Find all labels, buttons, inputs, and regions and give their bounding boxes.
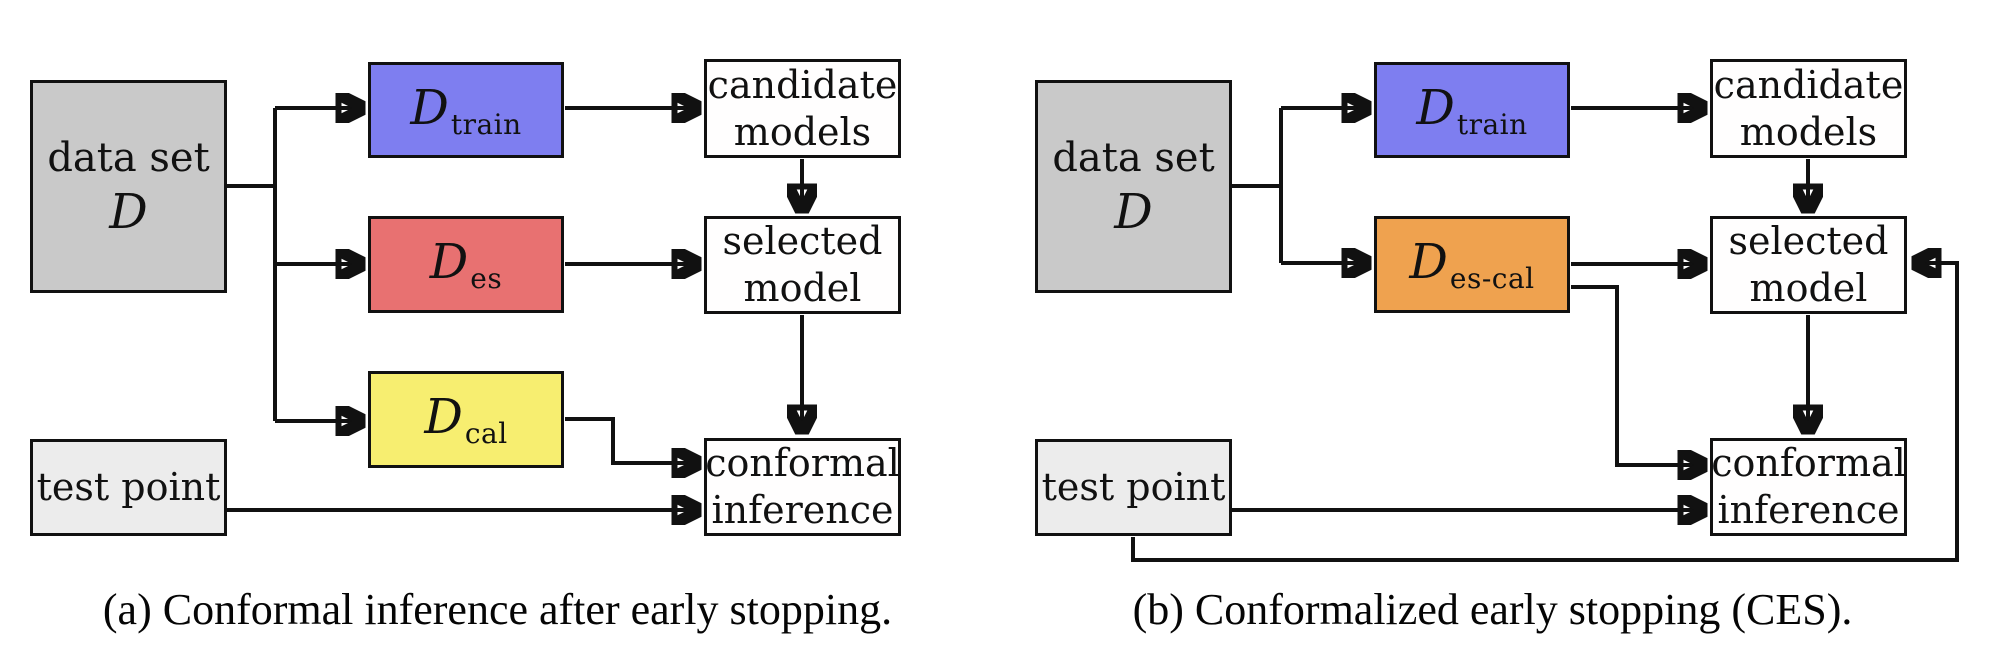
candidate-models-label: candidate [707,62,898,107]
selected-model-label: selected [1728,219,1889,263]
conformal-inference-box-b: conformal inference [1710,438,1907,536]
train-split-box-a: Dtrain [368,62,564,158]
escal-split-label: Des-cal [1409,234,1534,295]
arrow-b-test-loop-to-selected [1131,263,1959,562]
candidate-models-label: candidate [1713,62,1904,107]
subscript: es-cal [1449,262,1535,295]
dataset-box-a: data set D [30,80,227,293]
conformal-inference-label: inference [1717,488,1900,532]
train-split-label: Dtrain [410,80,521,141]
arrow-b-escal-to-conformal [1571,285,1706,465]
selected-model-label: selected [722,219,883,263]
candidate-models-box-a: candidate models [704,59,901,158]
arrow-a-cal-to-conformal [565,417,700,463]
subscript: train [1456,107,1528,141]
train-split-label: Dtrain [1416,80,1527,141]
selected-model-label: model [743,266,862,310]
math-script-D: D [1409,234,1448,290]
test-point-box-b: test point [1035,439,1232,536]
dataset-box-b: data set D [1035,80,1232,293]
subscript: cal [464,417,508,450]
math-script-D: D [429,234,469,290]
escal-split-box-b: Des-cal [1374,216,1570,313]
conformal-inference-label: conformal [705,441,900,485]
subscript: es [470,262,503,295]
dataset-label: data set [47,135,210,181]
candidate-models-box-b: candidate models [1710,59,1907,158]
dataset-label: data set [1052,135,1215,181]
cal-split-label: Dcal [424,389,507,450]
caption-b: (b) Conformalized early stopping (CES). [1132,585,1853,634]
subscript: train [450,107,522,141]
math-script-D: D [109,184,148,240]
cal-split-box-a: Dcal [368,371,564,468]
math-script-D: D [1416,79,1455,136]
conformal-inference-box-a: conformal inference [704,438,901,536]
test-point-box-a: test point [30,439,227,536]
math-script-D: D [424,389,463,445]
candidate-models-label: models [733,109,872,154]
math-script-D: D [1114,184,1153,240]
conformal-inference-label: conformal [1711,441,1906,485]
selected-model-label: model [1749,266,1868,310]
math-script-D: D [410,79,449,136]
es-split-box-a: Des [368,216,564,313]
test-point-label: test point [36,465,221,509]
caption-a: (a) Conformal inference after early stop… [102,585,893,634]
test-point-label: test point [1041,465,1226,509]
selected-model-box-b: selected model [1710,216,1907,314]
train-split-box-b: Dtrain [1374,62,1570,158]
candidate-models-label: models [1739,109,1878,154]
conformal-inference-label: inference [711,488,894,532]
es-split-label: Des [430,234,502,295]
selected-model-box-a: selected model [704,216,901,314]
